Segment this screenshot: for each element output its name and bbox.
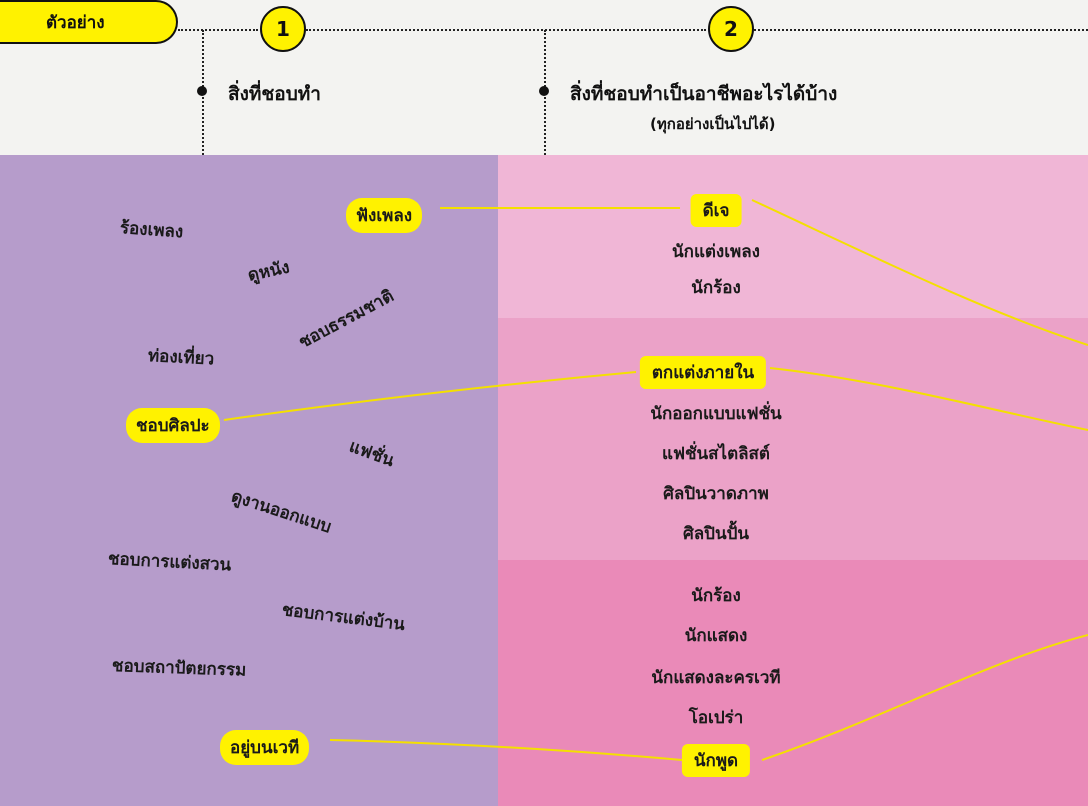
highlighted-career: ดีเจ <box>690 194 742 227</box>
career-item: นักร้อง <box>691 586 741 606</box>
step-1-badge: 1 <box>260 6 306 52</box>
step-2-title: สิ่งที่ชอบทำเป็นอาชีพอะไรได้บ้าง <box>570 83 838 105</box>
career-item: แฟชั่นสไตลิสต์ <box>662 444 770 464</box>
hobby-item: ท่องเที่ยว <box>147 346 215 370</box>
step-1-title: สิ่งที่ชอบทำ <box>228 83 321 105</box>
highlighted-hobby: อยู่บนเวที <box>220 730 310 765</box>
highlighted-career: ตกแต่งภายใน <box>639 356 767 389</box>
highlighted-hobby: ชอบศิลปะ <box>126 408 220 443</box>
dotted-line <box>754 29 1088 31</box>
hobbies-panel <box>0 155 498 806</box>
hobby-item: ร้องเพลง <box>119 218 184 243</box>
bullet-dot <box>539 86 549 96</box>
dotted-line <box>178 29 258 31</box>
careers-group-3 <box>498 560 1088 806</box>
step-2-subtitle: (ทุกอย่างเป็นไปได้) <box>650 115 776 133</box>
dotted-line <box>306 29 706 31</box>
highlighted-career: นักพูด <box>681 744 751 777</box>
bullet-dot <box>197 86 207 96</box>
highlighted-hobby: ฟังเพลง <box>346 198 423 233</box>
career-item: นักร้อง <box>691 278 741 298</box>
header: ตัวอย่าง 1 2 สิ่งที่ชอบทำ สิ่งที่ชอบทำเป… <box>0 0 1088 155</box>
careers-group-1 <box>498 155 1088 318</box>
career-item: โอเปร่า <box>688 708 744 728</box>
example-tag: ตัวอย่าง <box>0 0 178 44</box>
hobby-item: ชอบสถาปัตยกรรม <box>111 656 247 681</box>
career-item: นักแต่งเพลง <box>672 242 760 262</box>
career-item: นักแสดง <box>684 626 748 646</box>
step-2-badge: 2 <box>708 6 754 52</box>
career-item: นักออกแบบแฟชั่น <box>650 404 782 424</box>
career-item: ศิลปินวาดภาพ <box>663 484 769 504</box>
careers-group-2 <box>498 318 1088 560</box>
career-item: นักแสดงละครเวที <box>651 668 781 688</box>
career-item: ศิลปินปั้น <box>682 524 750 544</box>
